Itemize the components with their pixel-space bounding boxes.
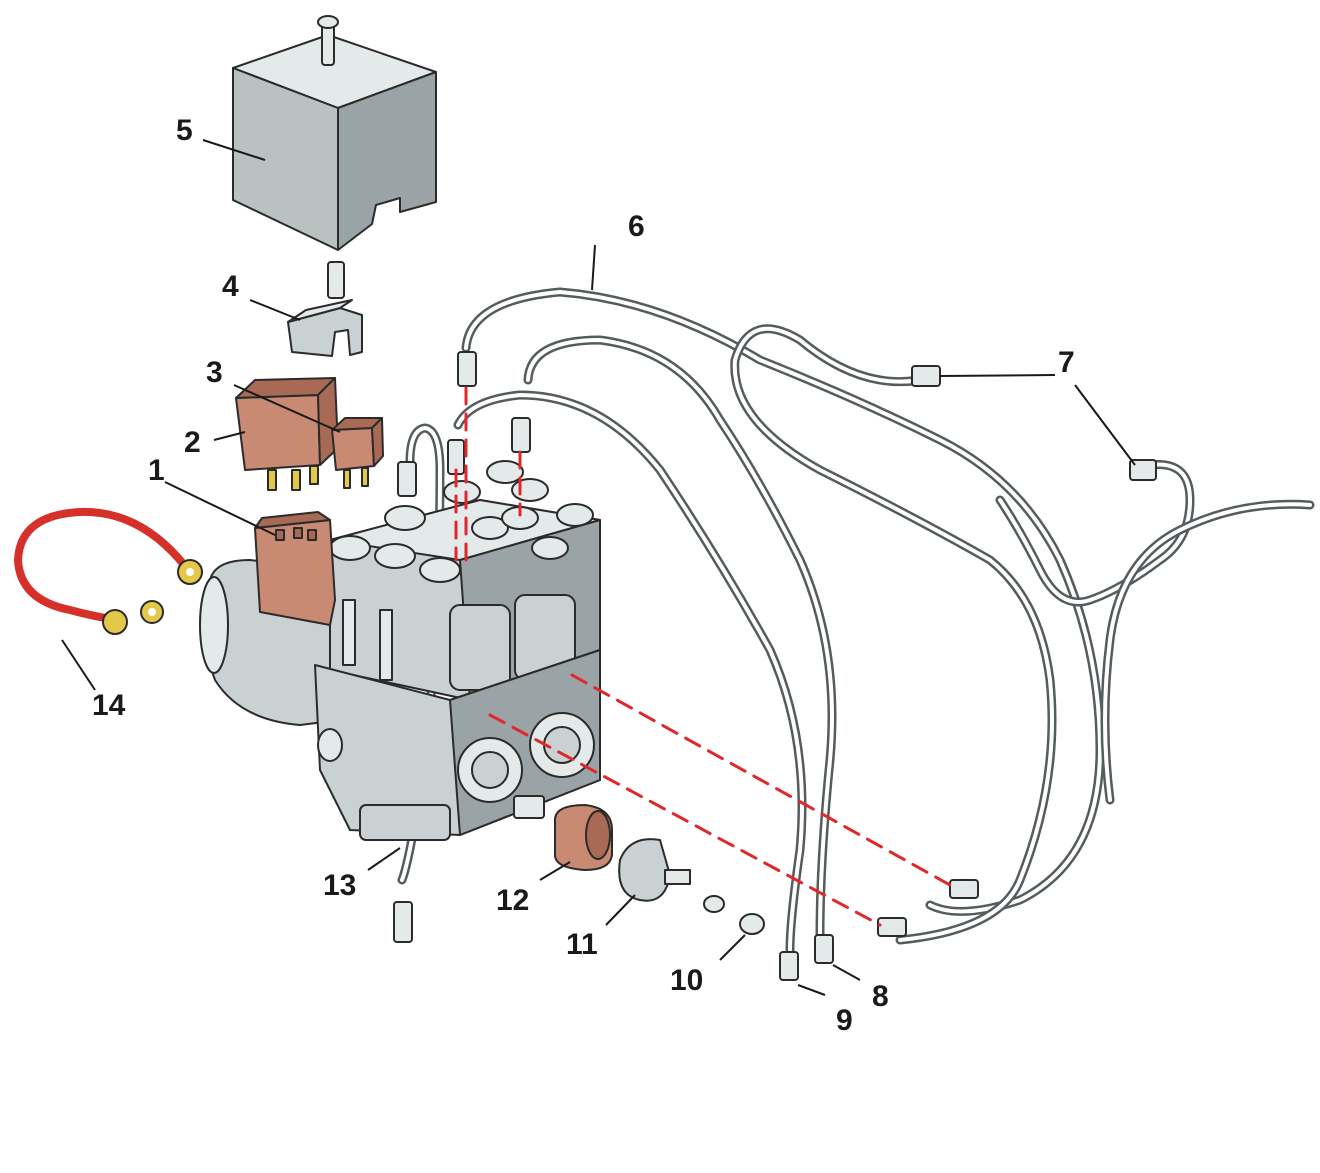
callout-1: 1 <box>148 454 165 487</box>
relay-icon <box>254 511 336 626</box>
leader-lines <box>61 139 1136 996</box>
brake-pipe-icon <box>461 287 1105 916</box>
relay-icon <box>235 377 339 491</box>
callout-5: 5 <box>176 114 193 147</box>
pipe-fitting-icon <box>287 261 363 357</box>
callout-3: 3 <box>206 356 223 389</box>
brake-pipe-icon <box>730 324 1057 945</box>
callout-4: 4 <box>222 270 239 303</box>
brake-pipe-icon <box>523 335 837 940</box>
callout-14: 14 <box>92 689 126 722</box>
callout-labels: 1 2 3 4 5 6 7 8 9 10 11 12 13 14 <box>92 114 1075 1037</box>
abs-hydraulic-modulator-icon <box>199 460 601 841</box>
callout-10: 10 <box>670 964 703 997</box>
callout-8: 8 <box>872 980 889 1013</box>
brake-pipe-icon <box>453 390 807 955</box>
brake-pipe-icon <box>1100 499 1315 805</box>
callout-7: 7 <box>1058 346 1075 379</box>
relay-icon <box>331 417 384 489</box>
ground-cable-icon <box>13 507 203 635</box>
callout-2: 2 <box>184 426 201 459</box>
cover-box-icon <box>232 15 437 251</box>
callout-9: 9 <box>836 1004 853 1037</box>
brake-pipe-icon <box>995 459 1195 607</box>
callout-13: 13 <box>323 869 356 902</box>
alignment-lines <box>454 386 952 927</box>
callout-11: 11 <box>566 928 598 961</box>
callout-12: 12 <box>496 884 529 917</box>
pipe-fitting-icon <box>329 460 594 583</box>
callout-6: 6 <box>628 210 645 243</box>
